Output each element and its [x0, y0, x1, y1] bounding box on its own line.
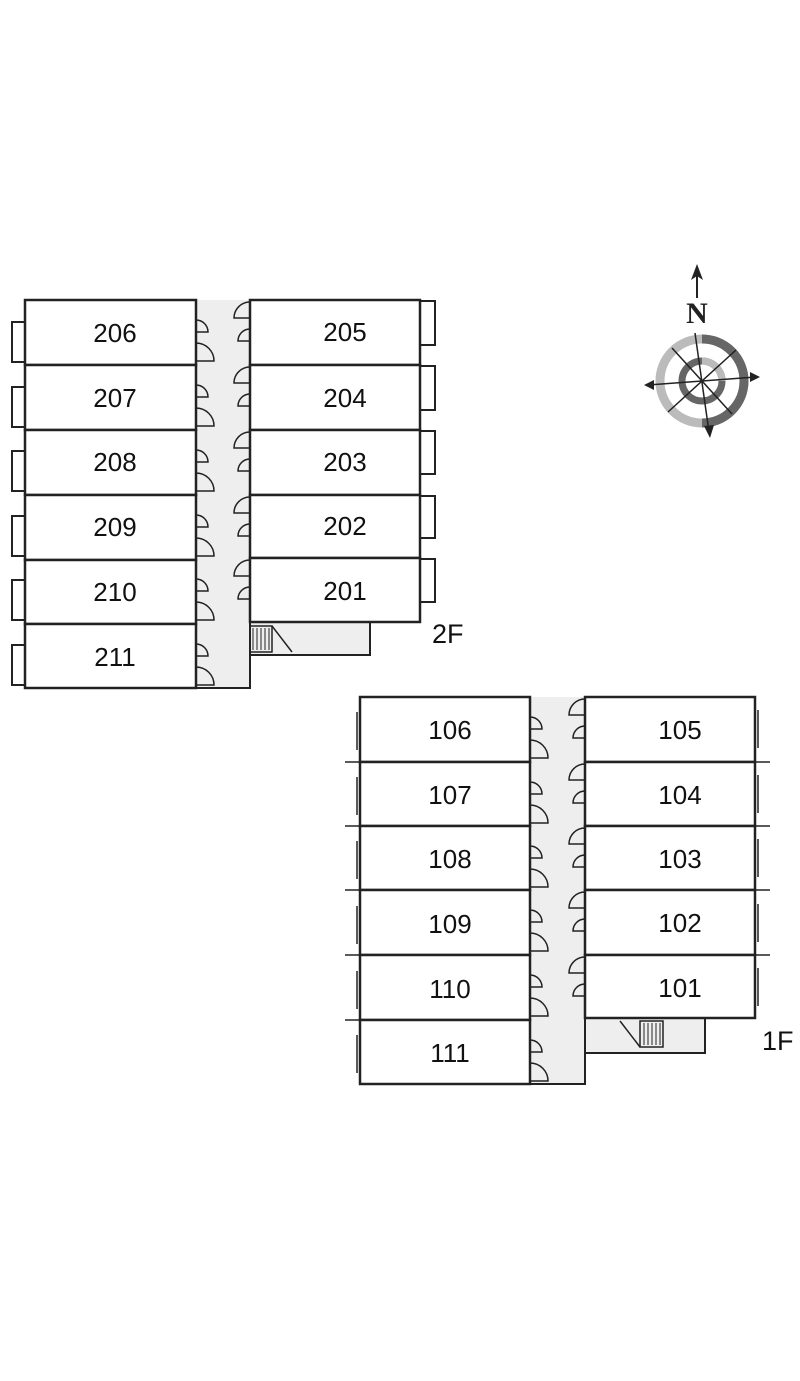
walls-1f-left	[345, 712, 360, 1073]
floor-2f: 206 207 208 209 210 211 205 204 203 202 …	[11, 298, 464, 690]
stairs-1f	[619, 1020, 664, 1048]
room-label: 110	[429, 974, 470, 1004]
room-205	[248, 298, 422, 367]
room-label: 210	[93, 577, 136, 607]
room-label: 105	[658, 715, 701, 745]
room-label: 202	[323, 511, 366, 541]
room-207	[23, 363, 198, 432]
room-label: 203	[323, 447, 366, 477]
room-103	[583, 824, 757, 892]
room-106	[358, 695, 532, 764]
balconies-2f-right	[420, 300, 436, 603]
room-105	[583, 695, 757, 764]
room-203	[248, 428, 422, 497]
corridor-1f-edge	[530, 1053, 586, 1085]
doors-2f-right	[233, 301, 251, 600]
room-label: 109	[428, 909, 471, 939]
balconies-2f-left	[11, 321, 25, 686]
room-label: 205	[323, 317, 366, 347]
room-label: 102	[658, 908, 701, 938]
room-101	[583, 953, 757, 1020]
stairs-2f	[249, 625, 293, 653]
room-label: 104	[658, 780, 701, 810]
room-107	[358, 760, 532, 828]
room-label: 101	[658, 973, 701, 1003]
room-label: 206	[93, 318, 136, 348]
room-202	[248, 493, 422, 560]
room-label: 204	[323, 383, 366, 413]
room-111	[358, 1018, 532, 1086]
doors-2f-left	[195, 319, 215, 686]
room-label: 107	[428, 780, 471, 810]
room-108	[358, 824, 532, 892]
room-104	[583, 760, 757, 828]
doors-1f-right	[568, 698, 586, 997]
room-208	[23, 428, 198, 497]
room-label: 111	[430, 1038, 470, 1068]
corridor-2f	[196, 300, 250, 688]
room-label: 106	[428, 715, 471, 745]
room-210	[23, 558, 198, 626]
north-label: N	[686, 297, 708, 330]
landing-2f	[249, 621, 371, 656]
floor-label-1f: 1F	[762, 1026, 794, 1056]
room-102	[583, 888, 757, 957]
room-label: 211	[94, 642, 135, 672]
walls-1f-right	[755, 710, 770, 1006]
room-109	[358, 888, 532, 957]
room-label: 209	[93, 512, 136, 542]
compass-rose-icon: N	[644, 264, 760, 438]
room-label: 207	[93, 383, 136, 413]
room-204	[248, 363, 422, 432]
floor-label-2f: 2F	[432, 619, 464, 649]
floor-1f: 106 107 108 109 110 111 105 104 103 102 …	[345, 695, 794, 1086]
room-label: 208	[93, 447, 136, 477]
room-label: 108	[428, 844, 471, 874]
room-label: 103	[658, 844, 701, 874]
corridor-1f	[530, 697, 585, 1084]
room-110	[358, 953, 532, 1022]
corridor-2f-edge	[196, 655, 251, 689]
room-label: 201	[323, 576, 366, 606]
room-201	[248, 556, 422, 624]
doors-1f-left	[529, 716, 549, 1082]
